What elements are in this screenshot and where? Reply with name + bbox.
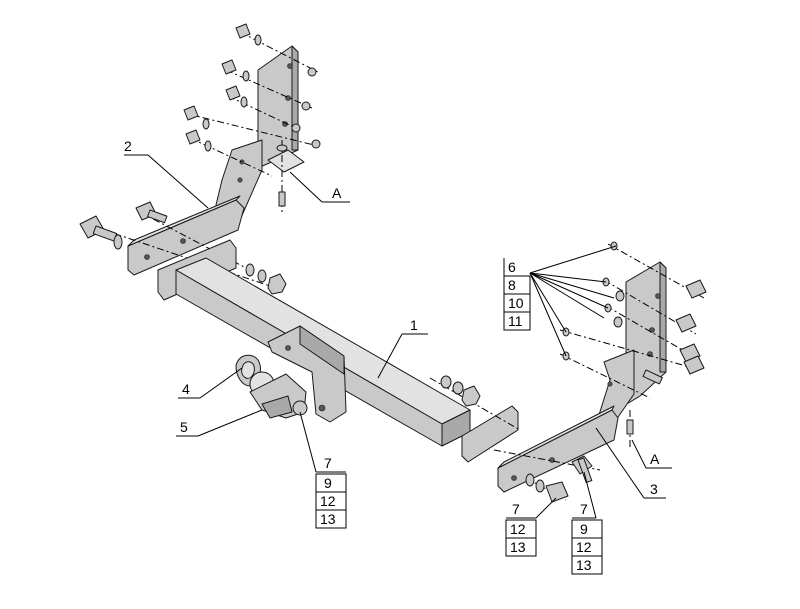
label-ref-a-left: A (332, 185, 342, 201)
label-part-3: 3 (650, 481, 658, 497)
part-labels: 2 A 1 4 5 A 3 (124, 138, 660, 497)
callout-bolt-front: 7 12 13 (505, 501, 537, 557)
callout-right-bracket-item: 6 (508, 259, 516, 275)
callout-right-bracket-item: 10 (508, 295, 524, 311)
callout-ball-item: 12 (320, 493, 336, 509)
label-ref-a-right: A (650, 451, 660, 467)
callout-ball-item: 9 (324, 475, 332, 491)
callout-bolt-right-item: 7 (580, 501, 588, 517)
right-bracket (497, 261, 667, 493)
callout-right-bracket-item: 11 (508, 313, 523, 329)
callout-bolt-front-item: 12 (510, 521, 526, 537)
label-part-2: 2 (124, 138, 132, 154)
cross-beam (157, 239, 519, 463)
callout-bolt-front-item: 13 (510, 539, 526, 555)
callout-ball-item: 13 (320, 511, 336, 527)
tow-ball-assembly (235, 354, 308, 419)
label-part-5: 5 (180, 419, 188, 435)
callout-right-bracket-item: 8 (508, 277, 516, 293)
callout-right-bracket: 6 8 10 11 (503, 258, 531, 331)
label-part-4: 4 (182, 381, 190, 397)
callout-bolt-right: 7 9 12 13 (571, 501, 603, 575)
callout-bolt-right-item: 9 (580, 521, 588, 537)
callout-bolt-front-item: 7 (512, 501, 520, 517)
right-bracket-fasteners (429, 241, 707, 503)
callout-ball: 7 9 12 13 (315, 455, 347, 529)
callout-ball-item: 7 (324, 455, 332, 471)
label-part-1: 1 (410, 317, 418, 333)
callout-bolt-right-item: 12 (576, 539, 592, 555)
leader-lines (124, 154, 672, 519)
beam-left-fasteners (245, 263, 287, 295)
left-bracket (127, 45, 305, 276)
callout-bolt-right-item: 13 (576, 557, 592, 573)
left-bracket-bolts (79, 23, 321, 287)
